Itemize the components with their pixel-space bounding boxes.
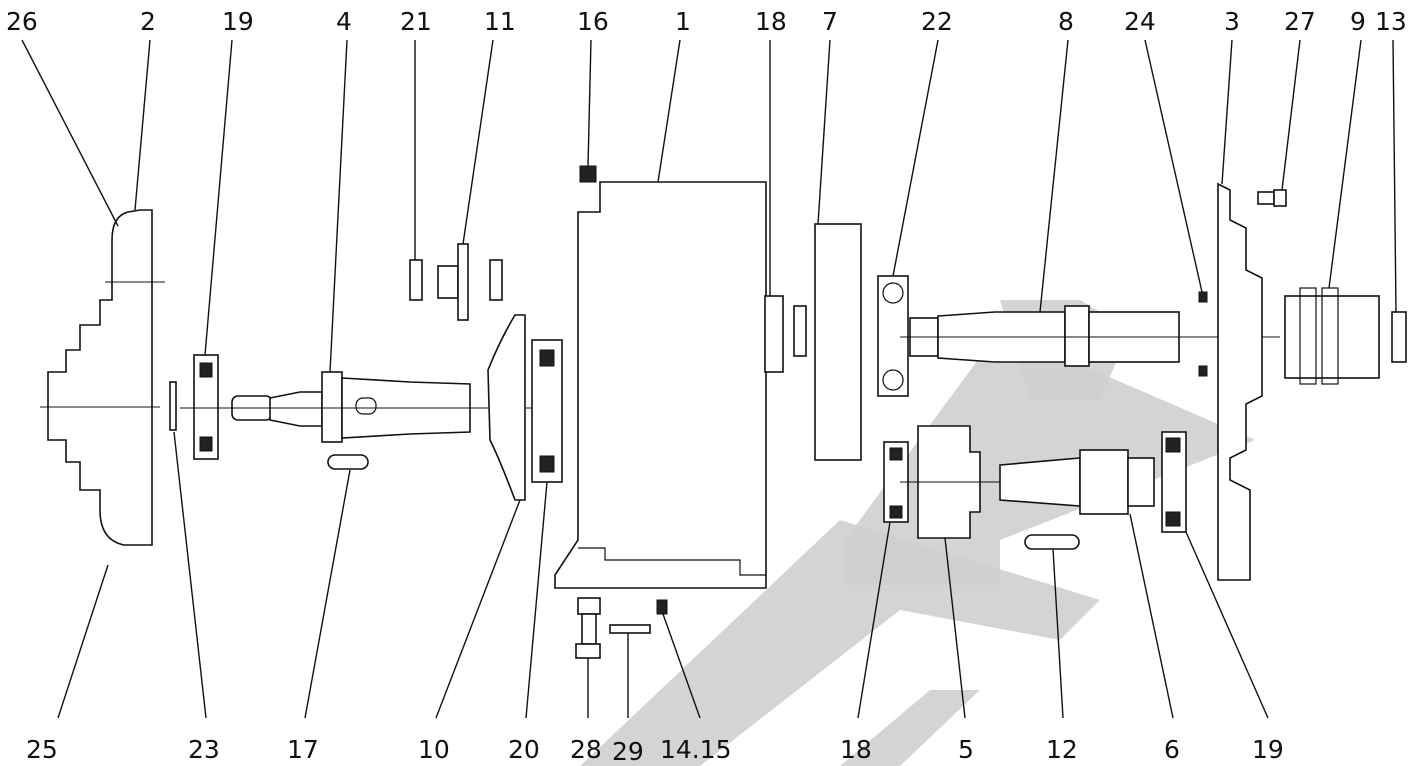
pinion-shaft-6 [999,449,1155,515]
large-gear-7 [814,223,862,461]
seal-23 [169,381,177,431]
callout-6: 6 [1164,735,1180,764]
callout-20: 20 [508,735,540,764]
bolt-28 [575,597,601,659]
callout-8: 8 [1058,7,1074,36]
leader-lines-top [21,39,1397,373]
callout-27: 27 [1284,7,1316,36]
screw-14-15 [656,599,668,615]
callout-16: 16 [577,7,609,36]
plug-16 [579,165,597,183]
input-shaft-4 [180,371,560,443]
bearing-21 [409,259,503,301]
bearing-22 [877,275,909,397]
callout-12: 12 [1046,735,1078,764]
callout-19-top: 19 [222,7,254,36]
pin-29 [609,624,651,634]
callout-3: 3 [1224,7,1240,36]
callouts-top: 26 2 19 4 21 11 16 1 18 7 22 8 24 3 27 9… [6,7,1407,36]
callout-1: 1 [675,7,691,36]
callout-23: 23 [188,735,220,764]
callout-24: 24 [1124,7,1156,36]
callout-10: 10 [418,735,450,764]
callout-19-bottom: 19 [1252,735,1284,764]
sleeve-5 [900,425,1000,539]
key-12 [1024,534,1080,550]
callout-29: 29 [612,737,644,766]
cover-plate-3 [1217,182,1263,581]
screw-24 [1198,291,1208,377]
callout-11: 11 [484,7,516,36]
callout-28: 28 [570,735,602,764]
callout-21: 21 [400,7,432,36]
callout-14-15: 14.15 [660,735,732,764]
cover-flange-left [40,209,165,546]
bearing-9 [1284,287,1380,385]
callout-26: 26 [6,7,38,36]
output-shaft-8 [900,305,1280,367]
gear-housing-1 [554,181,767,589]
callout-9: 9 [1350,7,1366,36]
bearing-18-top [764,295,807,373]
seal-13 [1391,311,1407,363]
callout-7: 7 [822,7,838,36]
bolt-27 [1257,189,1287,207]
callout-18-bottom: 18 [840,735,872,764]
callouts-bottom: 25 23 17 10 20 28 29 14.15 18 5 12 6 19 [26,735,1284,766]
callout-13: 13 [1375,7,1407,36]
bearing-19-right [1161,431,1187,533]
leader-lines-bottom [57,431,1269,719]
callout-4: 4 [336,7,352,36]
key-17 [327,454,369,470]
gear-11 [437,243,469,321]
bearing-20 [531,339,563,483]
flange-cover-10 [487,314,526,501]
bearing-19-left [193,354,219,460]
callout-17: 17 [287,735,319,764]
callout-2: 2 [140,7,156,36]
callout-22: 22 [921,7,953,36]
callout-18-top: 18 [755,7,787,36]
callout-5: 5 [958,735,974,764]
callout-25: 25 [26,735,58,764]
